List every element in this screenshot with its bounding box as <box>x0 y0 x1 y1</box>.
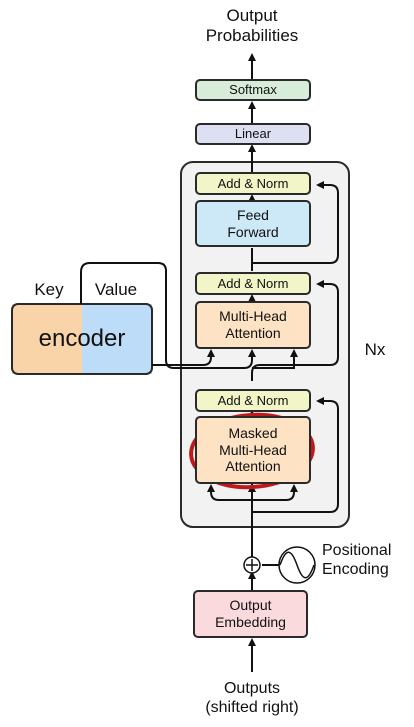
residual-ff <box>252 181 339 264</box>
plus-node <box>243 556 261 574</box>
query-to-mha <box>252 349 298 369</box>
add-norm-box-top: Add & Norm <box>195 172 311 195</box>
nx-label: Nx <box>364 340 386 359</box>
masked-attention-inputs <box>207 484 252 501</box>
add-norm-box-middle: Add & Norm <box>195 272 311 295</box>
linear-box: Linear <box>195 123 311 145</box>
key-label: Key <box>34 280 64 299</box>
encoder-key-line <box>152 349 215 366</box>
feed-forward-box: Feed Forward <box>195 200 311 247</box>
masked-multi-head-attention-box: Masked Multi-Head Attention <box>195 416 311 484</box>
highlight-circle <box>189 412 315 490</box>
encoder-box <box>11 303 153 375</box>
outputs-label: Outputs (shifted right) <box>205 680 299 717</box>
encoder-label: encoder <box>38 325 126 352</box>
residual-masked <box>252 397 339 513</box>
output-embedding-box: Output Embedding <box>193 590 308 638</box>
positional-encoding-icon <box>278 546 316 584</box>
output-probabilities-label: Output Probabilities <box>205 6 299 46</box>
softmax-box: Softmax <box>195 79 311 101</box>
encoder-value-line <box>80 262 256 369</box>
value-label: Value <box>94 280 138 299</box>
positional-encoding-label: Positional Encoding <box>322 542 392 579</box>
add-norm-box-bottom: Add & Norm <box>195 389 311 412</box>
multi-head-attention-box: Multi-Head Attention <box>195 301 311 349</box>
